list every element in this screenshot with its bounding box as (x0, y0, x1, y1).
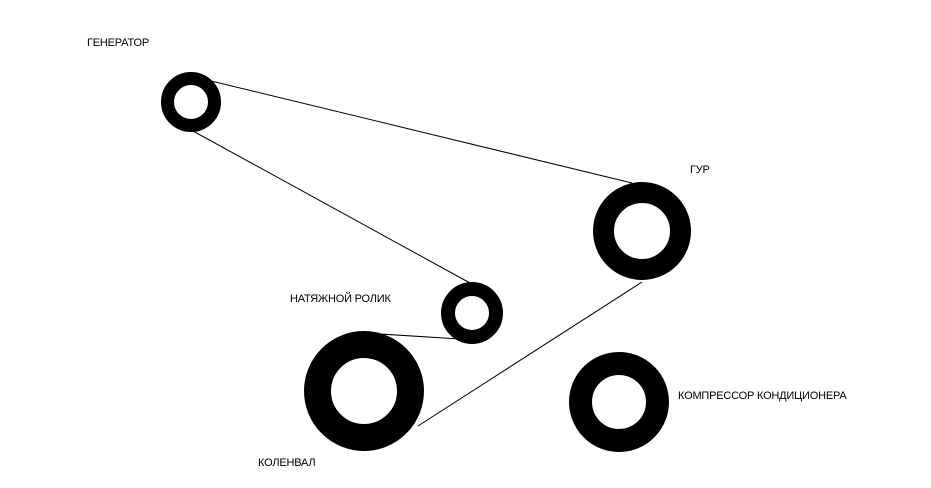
crankshaft-label: КОЛЕНВАЛ (258, 457, 316, 469)
tensioner-label: НАТЯЖНОЙ РОЛИК (290, 293, 391, 305)
tensioner-pulley (441, 282, 503, 344)
crankshaft-pulley (304, 331, 424, 451)
belt-generator-tensioner (192, 130, 471, 284)
belt-crankshaft-power-steering (417, 281, 643, 427)
ac-compressor-pulley (569, 352, 669, 452)
power-steering-pulley (593, 182, 691, 280)
power-steering-label: ГУР (690, 164, 710, 176)
ac-compressor-label: КОМПРЕССОР КОНДИЦИОНЕРА (678, 390, 847, 402)
generator-pulley (161, 72, 221, 132)
generator-label: ГЕНЕРАТОР (87, 37, 149, 49)
belt-generator-power-steering (206, 79, 633, 184)
